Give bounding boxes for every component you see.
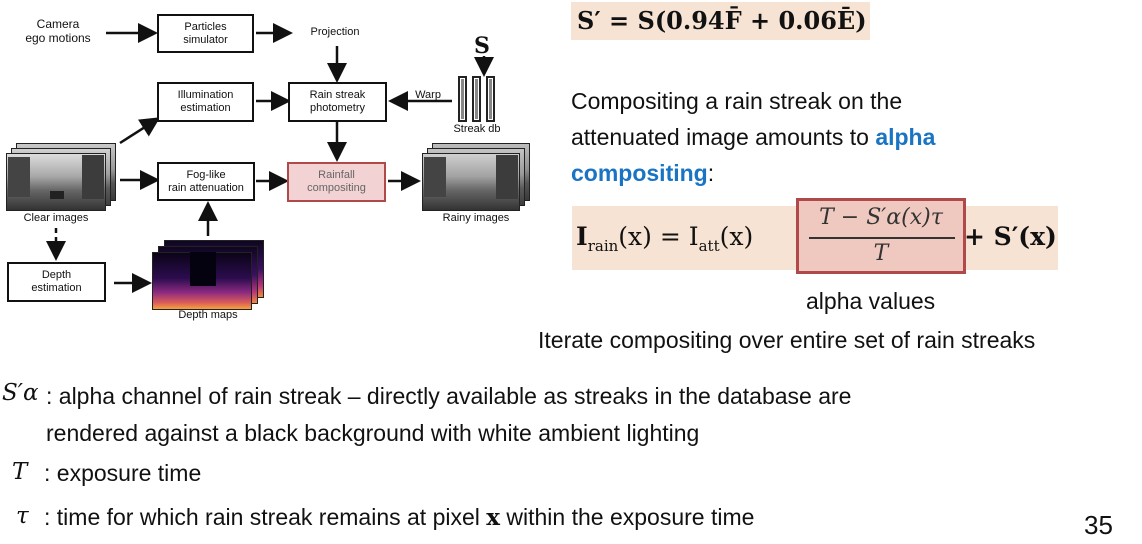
rain-equals: (x) = I <box>618 222 699 251</box>
rainy-images-stack <box>422 143 532 211</box>
diagram-arrows <box>46 23 494 293</box>
att-subscript: att <box>698 237 720 255</box>
def-tau-symbol: τ <box>16 503 29 529</box>
pipeline-diagram: Camera ego motions Particles simulator P… <box>0 0 540 330</box>
compositing-line-2: attenuated image amounts to alpha <box>571 122 935 152</box>
compositing-line-1: Compositing a rain streak on the <box>571 88 903 114</box>
x-argument: (x) <box>719 222 754 251</box>
illumination-estimation-box: Illumination estimation <box>157 82 254 122</box>
rainy-images-label: Rainy images <box>442 212 510 224</box>
page-number: 35 <box>1084 510 1113 540</box>
streak-db-label: Streak db <box>453 123 501 135</box>
def-tau-x: x <box>486 504 500 531</box>
def-tau-text-post: within the exposure time <box>500 504 755 530</box>
def-alpha-symbol-text: S′α <box>2 380 39 406</box>
rain-subscript: rain <box>587 237 619 255</box>
i-rain-symbol: I <box>576 222 588 251</box>
fog-like-rain-attenuation-box: Fog-like rain attenuation <box>157 162 255 201</box>
compositing-line-3: compositing: <box>571 158 714 188</box>
compositing-highlight: compositing <box>571 160 708 186</box>
particles-simulator-box: Particles simulator <box>157 14 254 53</box>
streak-db-icon <box>458 76 498 122</box>
alpha-values-label: alpha values <box>806 288 936 314</box>
depth-maps-stack <box>152 240 266 310</box>
depth-estimation-box: Depth estimation <box>7 262 106 302</box>
fraction-denominator: T <box>873 241 889 266</box>
rain-streak-photometry-box: Rain streak photometry <box>288 82 387 122</box>
top-equation: S′ = S(0.94F̄ + 0.06Ē) <box>571 2 870 40</box>
def-alpha-symbol: S′α <box>2 380 39 406</box>
clear-images-stack <box>6 143 118 211</box>
streak-db-symbol: S <box>474 33 490 59</box>
def-alpha-line-1: : alpha channel of rain streak – directl… <box>46 383 852 409</box>
rainfall-compositing-box: Rainfall compositing <box>287 162 386 202</box>
fraction-numerator: T − S′α(x)τ <box>819 205 943 230</box>
alpha-highlight: alpha <box>875 124 936 150</box>
depth-maps-label: Depth maps <box>178 309 238 321</box>
compositing-line-2-text: attenuated image amounts to <box>571 124 876 150</box>
def-alpha-line-2: rendered against a black background with… <box>46 420 700 446</box>
fraction-bar <box>809 237 955 239</box>
warp-label: Warp <box>415 89 441 101</box>
iterate-text: Iterate compositing over entire set of r… <box>538 327 1036 353</box>
def-tau-text-pre: : time for which rain streak remains at … <box>44 504 487 530</box>
compositing-colon: : <box>707 160 715 186</box>
def-t-symbol: T <box>12 459 28 485</box>
rain-equation-lhs: Irain(x) = Iatt(x) <box>576 222 753 255</box>
def-tau-text: : time for which rain streak remains at … <box>44 502 754 533</box>
top-equation-text: S′ = S(0.94F̄ + 0.06Ē) <box>577 6 867 35</box>
def-exposure-time: : exposure time <box>44 460 202 486</box>
camera-ego-motions-label: Camera ego motions <box>25 17 91 45</box>
clear-images-label: Clear images <box>23 212 89 224</box>
projection-label: Projection <box>310 26 360 38</box>
alpha-fraction-box: T − S′α(x)τ T <box>796 198 966 274</box>
rain-equation: Irain(x) = Iatt(x) T − S′α(x)τ T + S′(x) <box>572 198 1058 274</box>
rain-equation-rhs: + S′(x) <box>964 222 1057 251</box>
